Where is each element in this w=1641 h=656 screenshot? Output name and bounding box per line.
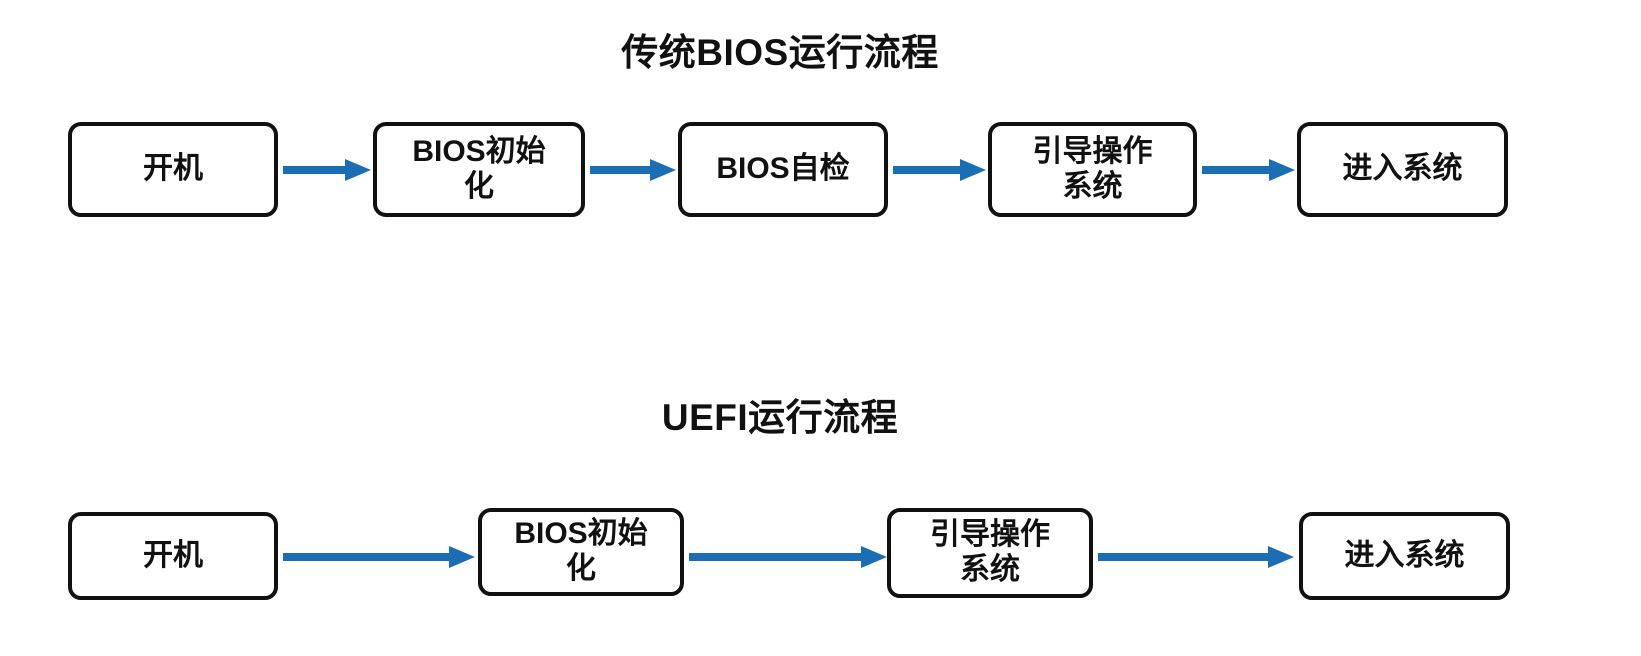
node-uefi-boot-os[interactable]: 引导操作 系统 [887,508,1093,598]
arrow-legacy-1 [283,158,371,182]
node-legacy-power-on[interactable]: 开机 [68,122,278,217]
arrow-uefi-1 [283,545,475,569]
uefi-flow-title: UEFI运行流程 [661,397,899,438]
node-legacy-bios-init[interactable]: BIOS初始 化 [373,122,585,217]
arrow-legacy-2 [590,158,676,182]
node-uefi-power-on[interactable]: 开机 [68,512,278,600]
node-legacy-bios-post[interactable]: BIOS自检 [678,122,888,217]
node-legacy-boot-os[interactable]: 引导操作 系统 [988,122,1197,217]
arrow-legacy-4 [1202,158,1295,182]
arrow-legacy-3 [893,158,986,182]
node-legacy-enter-system[interactable]: 进入系统 [1297,122,1508,217]
node-uefi-enter-system[interactable]: 进入系统 [1299,512,1510,600]
arrow-uefi-3 [1098,545,1294,569]
node-uefi-bios-init[interactable]: BIOS初始 化 [478,508,684,596]
legacy-bios-flow-title: 传统BIOS运行流程 [621,32,939,73]
arrow-uefi-2 [689,545,887,569]
